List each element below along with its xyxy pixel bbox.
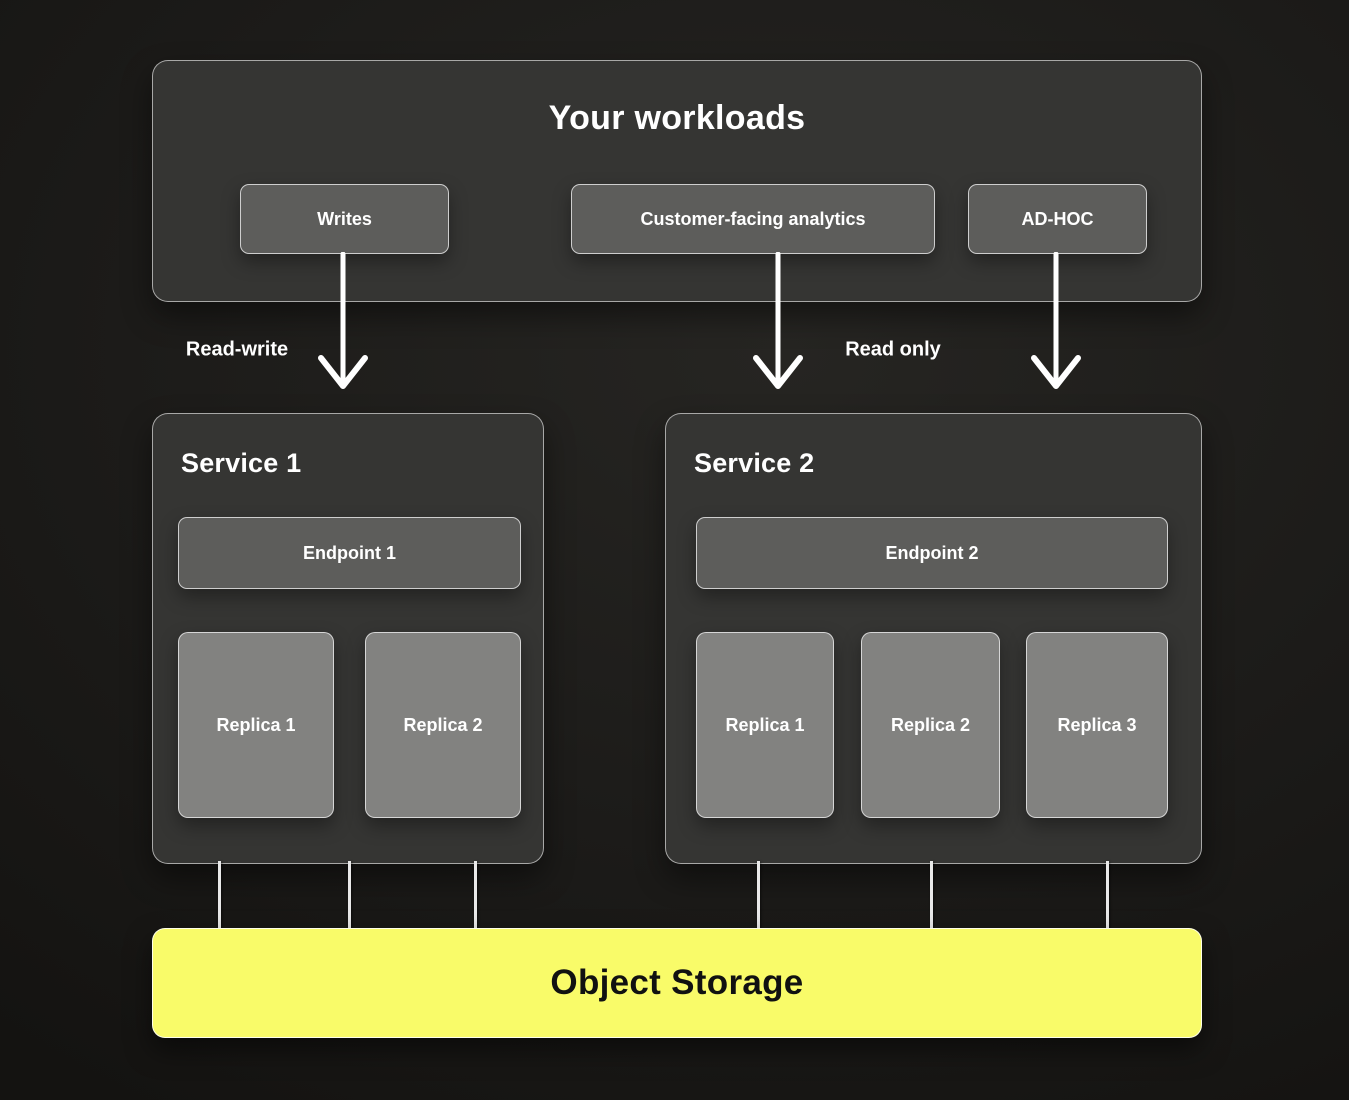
workload-chip-customer-facing-analytics: Customer-facing analytics [571, 184, 935, 254]
object-storage-label: Object Storage [550, 963, 804, 1002]
arrow-writes-to-service1 [318, 252, 368, 389]
service1-replica2: Replica 2 [365, 632, 521, 818]
workload-chip-writes-label: Writes [317, 208, 372, 229]
service2-replica3-label: Replica 3 [1057, 714, 1137, 735]
workload-chip-analytics-label: Customer-facing analytics [640, 208, 866, 229]
service2-endpoint-label: Endpoint 2 [885, 542, 979, 563]
arrow-adhoc-to-service2 [1031, 252, 1081, 389]
service2-replica2-label: Replica 2 [890, 714, 971, 735]
connector-service1-line3 [474, 861, 477, 930]
workload-chip-ad-hoc-label: AD-HOC [1021, 208, 1094, 229]
service2-replica1: Replica 1 [696, 632, 834, 818]
workloads-title: Your workloads [548, 99, 806, 137]
arrow-analytics-to-service2 [753, 252, 803, 389]
read-only-label: Read only [845, 338, 941, 361]
connector-service1-line2 [348, 861, 351, 930]
object-storage-box: Object Storage [152, 928, 1202, 1038]
connector-service1-line1 [218, 861, 221, 930]
workload-chip-writes: Writes [240, 184, 449, 254]
service1-replica2-label: Replica 2 [403, 714, 483, 735]
connector-service2-line2 [930, 861, 933, 930]
service2-endpoint: Endpoint 2 [696, 517, 1168, 589]
service1-endpoint-label: Endpoint 1 [303, 542, 396, 563]
service1-title: Service 1 [181, 448, 302, 478]
service2-replica2: Replica 2 [861, 632, 1000, 818]
service1-endpoint: Endpoint 1 [178, 517, 521, 589]
connector-service2-line3 [1106, 861, 1109, 930]
workload-chip-ad-hoc: AD-HOC [968, 184, 1147, 254]
service1-replica1: Replica 1 [178, 632, 334, 818]
service1-replica1-label: Replica 1 [216, 714, 296, 735]
service2-replica3: Replica 3 [1026, 632, 1168, 818]
workloads-panel: Your workloads [152, 60, 1202, 302]
connector-service2-line1 [757, 861, 760, 930]
read-write-label: Read-write [185, 338, 289, 361]
service2-title: Service 2 [694, 448, 815, 478]
service2-replica1-label: Replica 1 [725, 714, 805, 735]
